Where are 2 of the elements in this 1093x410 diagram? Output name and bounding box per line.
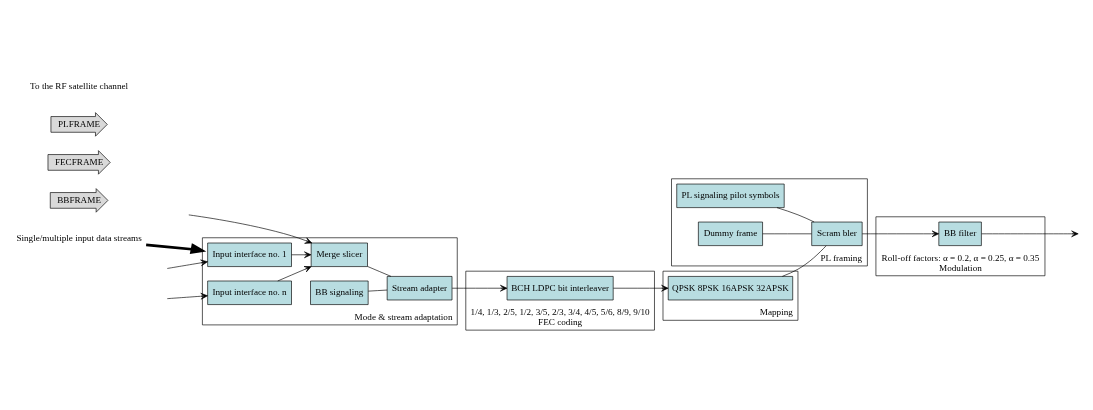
label: To the RF satellite channel (30, 80, 129, 91)
node-text: Single/multiple input data streams (16, 232, 142, 243)
